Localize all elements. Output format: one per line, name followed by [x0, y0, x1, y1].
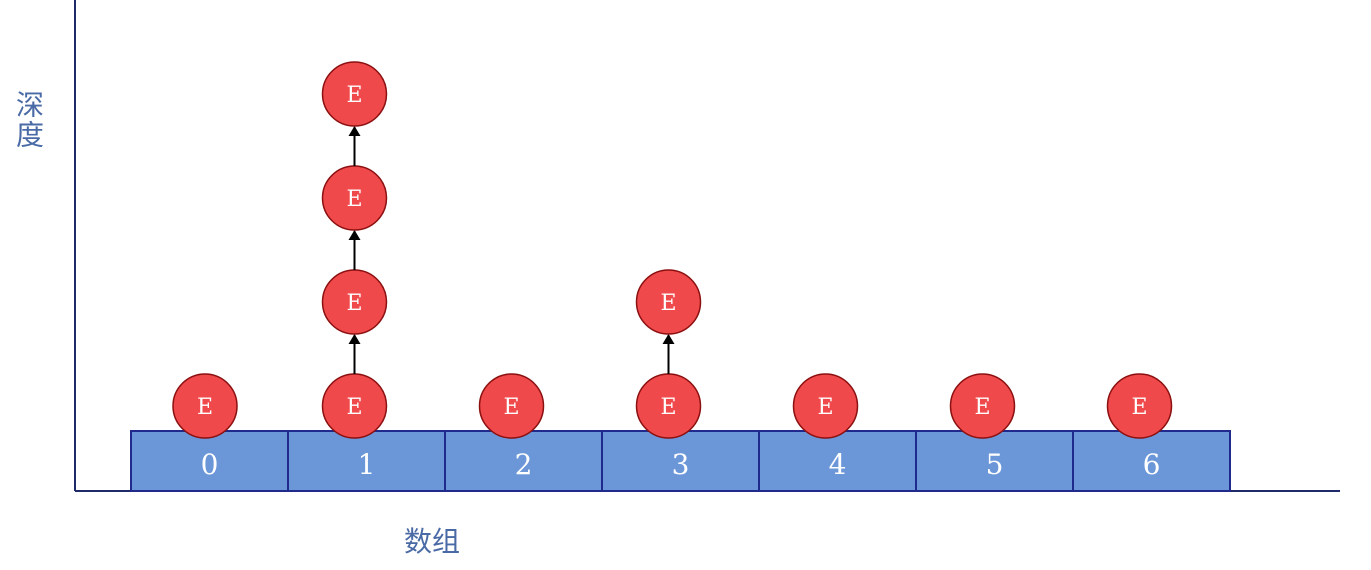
y-axis-label: 深度: [12, 90, 45, 150]
array-index-label: 4: [829, 448, 847, 481]
node-label: E: [1131, 395, 1147, 420]
array-cell: 1: [287, 430, 446, 492]
node-circle: [321, 61, 388, 127]
node-label: E: [974, 395, 990, 420]
array-cell-box: [601, 430, 760, 492]
chain-2: E: [478, 373, 545, 439]
array-index-label: 5: [986, 448, 1004, 481]
chain-0: E: [172, 373, 238, 439]
array-cell: 6: [1072, 430, 1231, 492]
node-label: E: [660, 395, 676, 420]
array-cell-box: [915, 430, 1074, 492]
chain-5: E: [949, 373, 1016, 439]
node-circle: [949, 373, 1016, 439]
array-cell: 0: [130, 430, 289, 492]
array-cell: 2: [444, 430, 603, 492]
chain-node: E: [321, 269, 388, 335]
node-circle: [635, 269, 702, 335]
node-circle: [172, 373, 238, 439]
chain-node: E: [1106, 373, 1173, 439]
node-circle: [792, 373, 859, 439]
array-cell-box: [444, 430, 603, 492]
chain-node: E: [478, 373, 545, 439]
chain-3: EE: [635, 269, 702, 439]
chain-6: E: [1106, 373, 1173, 439]
chain-1: E E E E: [321, 61, 388, 439]
chain-node: E: [949, 373, 1016, 439]
node-label: E: [346, 291, 362, 316]
node-label: E: [503, 395, 519, 420]
array-index-label: 0: [201, 448, 219, 481]
array-cell: 5: [915, 430, 1074, 492]
node-label: E: [197, 395, 213, 420]
chain-node: E: [321, 373, 388, 439]
array-index-label: 1: [358, 448, 376, 481]
array-index-label: 2: [515, 448, 533, 481]
node-label: E: [346, 187, 362, 212]
chain-node: E: [792, 373, 859, 439]
array-index-label: 6: [1143, 448, 1161, 481]
chain-4: E: [792, 373, 859, 439]
array-cells: 0 1 2 3 4 5 6: [130, 430, 1231, 492]
node-label: E: [346, 83, 362, 108]
node-circle: [1106, 373, 1173, 439]
node-label: E: [817, 395, 833, 420]
array-cell: 4: [758, 430, 917, 492]
chain-node: E: [321, 61, 388, 127]
chain-node: E: [635, 373, 702, 439]
node-circle: [478, 373, 545, 439]
array-index-label: 3: [672, 448, 690, 481]
x-axis-label: 数组: [404, 525, 461, 558]
node-label: E: [660, 291, 676, 316]
array-cell: 3: [601, 430, 760, 492]
node-label: E: [346, 395, 362, 420]
chain-node: E: [321, 165, 388, 231]
chain-node: E: [635, 269, 702, 335]
chain-node: E: [172, 373, 238, 439]
array-cell-box: [1072, 430, 1231, 492]
